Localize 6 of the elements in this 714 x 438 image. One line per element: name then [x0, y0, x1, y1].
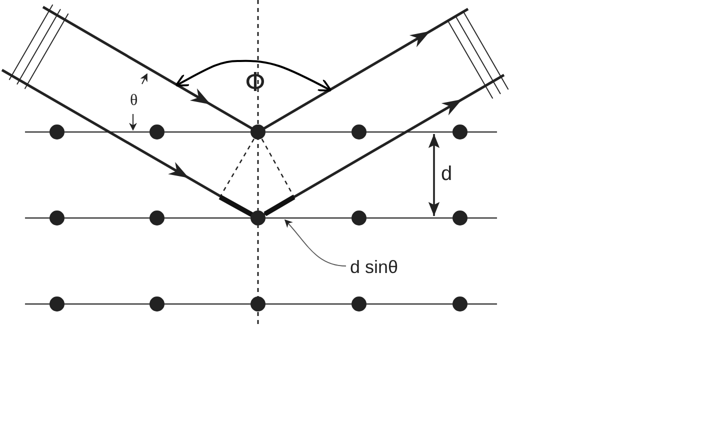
path-segment [264, 194, 296, 216]
angle-label: θ [130, 93, 138, 109]
formula-label: d sinθ [350, 258, 398, 276]
leader-line [284, 219, 346, 266]
spacing-label: d [441, 164, 452, 184]
angle-label: Φ [245, 70, 266, 96]
